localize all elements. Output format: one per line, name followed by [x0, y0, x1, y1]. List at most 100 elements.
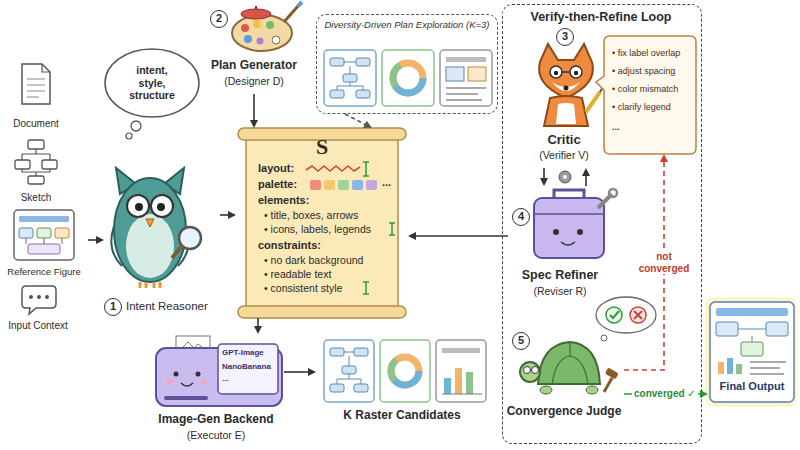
verdict-bubble [610, 311, 619, 318]
verdict-bubble [634, 311, 642, 319]
palette-illustration [241, 9, 271, 19]
fox-illustration [574, 71, 578, 75]
fox-illustration [544, 96, 588, 126]
turtle-illustration [524, 367, 531, 374]
turtle-illustration [552, 342, 588, 384]
fox-illustration [539, 44, 593, 98]
spec-scroll-shape [324, 180, 335, 190]
toolbox-illustration [561, 242, 575, 245]
arrowhead [408, 232, 416, 240]
spec-text: constraints: [258, 239, 358, 252]
spec-text: • consistent style [264, 282, 400, 295]
gear-symbol [559, 171, 571, 183]
spec-text: • title, boxes, arrows [264, 209, 400, 222]
reference-figure-icon [55, 228, 69, 238]
candidate-thumbnails [391, 357, 419, 385]
reference-figure-icon [19, 228, 33, 238]
verdict-bubble [596, 297, 656, 341]
speech-bubble-shape [596, 36, 696, 154]
plan-exploration-group: Diversity-Driven Plan Exploration (K=3) [316, 14, 498, 114]
reference-figure-icon [37, 228, 51, 238]
agent-label: Intent Reasoner [126, 300, 218, 314]
final-output-frame [727, 358, 733, 374]
final-output-frame [766, 322, 788, 336]
toolbox-illustration [577, 229, 583, 235]
input-label: Reference Figure [2, 266, 86, 277]
document-icon [42, 64, 50, 72]
document-icon [22, 64, 50, 104]
spec-scroll-shape [389, 223, 395, 235]
toolbox-illustration [534, 213, 604, 215]
turtle-illustration [538, 342, 600, 384]
candidate-thumbnails [466, 372, 473, 394]
candidate-thumbnails [391, 357, 419, 385]
sketch-icon [42, 160, 57, 169]
gear-symbol [563, 175, 567, 179]
palette-illustration [241, 24, 249, 32]
thought-cloud [131, 121, 141, 131]
spec-text: palette: [258, 178, 318, 191]
final-output-frame [738, 329, 766, 342]
spec-text: • no dark background [264, 254, 400, 267]
plan-thumbnails [382, 50, 434, 106]
sketch-icon [28, 176, 44, 184]
final-output-frame [705, 297, 797, 407]
reference-figure-icon [19, 216, 69, 222]
input-context-icon [22, 286, 56, 314]
callout-number: 4 [512, 208, 530, 226]
spec-scroll-shape [366, 180, 377, 190]
agent-node: 3Critic(Verifier V) [518, 28, 612, 168]
agent-node: 4Spec Refiner(Reviser R) [508, 186, 614, 300]
plan-thumbnails [440, 50, 492, 106]
owl-illustration [151, 195, 173, 217]
callout-number: 5 [512, 332, 530, 350]
candidate-thumbnails [442, 394, 482, 395]
callout-number: 3 [556, 28, 574, 46]
feedback-item: ... [612, 122, 694, 133]
sketch-icon [22, 149, 50, 176]
feedback-item: • clarify legend [612, 102, 694, 113]
turtle-illustration [604, 378, 612, 392]
reference-figure-icon [14, 210, 74, 260]
turtle-illustration [520, 362, 540, 382]
candidate-thumbnails [342, 366, 356, 374]
speech-bubble-shape [596, 36, 696, 154]
loop-region: Verify-then-Refine Loop3Critic(Verifier … [502, 4, 702, 444]
plan-thumbnails [468, 67, 486, 81]
turtle-illustration [586, 386, 598, 394]
speech-bubble: • fix label overlap• adjust spacing• col… [604, 36, 696, 154]
sketch-icon [28, 140, 44, 149]
candidate-thumbnails [354, 348, 368, 356]
plan-thumbnails [343, 74, 357, 82]
input-label: Input Context [6, 320, 70, 332]
input-item: Input Context [6, 282, 72, 336]
connector [345, 114, 372, 128]
final-output-frame [736, 364, 742, 374]
callout-number: 2 [210, 10, 228, 28]
agent-label: (Reviser R) [508, 285, 612, 298]
connector [582, 168, 590, 186]
input-label: Sketch [8, 192, 64, 204]
palette-illustration [257, 38, 264, 45]
arrowhead [363, 121, 372, 128]
verdict-bubble [596, 297, 656, 333]
agent-node: 2Plan Generator(Designer D) [204, 4, 306, 94]
candidate-thumbnails [330, 384, 344, 392]
spec-scroll: Slayout:palette:...elements:• title, box… [236, 128, 408, 318]
output-label: Final Output [708, 380, 796, 393]
spec-text: elements: [258, 194, 348, 207]
input-item: Document [8, 60, 66, 132]
owl-illustration [114, 178, 186, 282]
printer-illustration [196, 372, 201, 377]
candidate-thumbnails [436, 340, 486, 402]
candidate-thumbnails [324, 340, 486, 402]
printer-illustration [167, 379, 173, 385]
spec-scroll-shape [363, 162, 369, 176]
fox-illustration [586, 92, 600, 112]
final-output-frame [718, 362, 724, 374]
final-output-frame [705, 297, 797, 407]
owl-illustration [111, 168, 201, 288]
